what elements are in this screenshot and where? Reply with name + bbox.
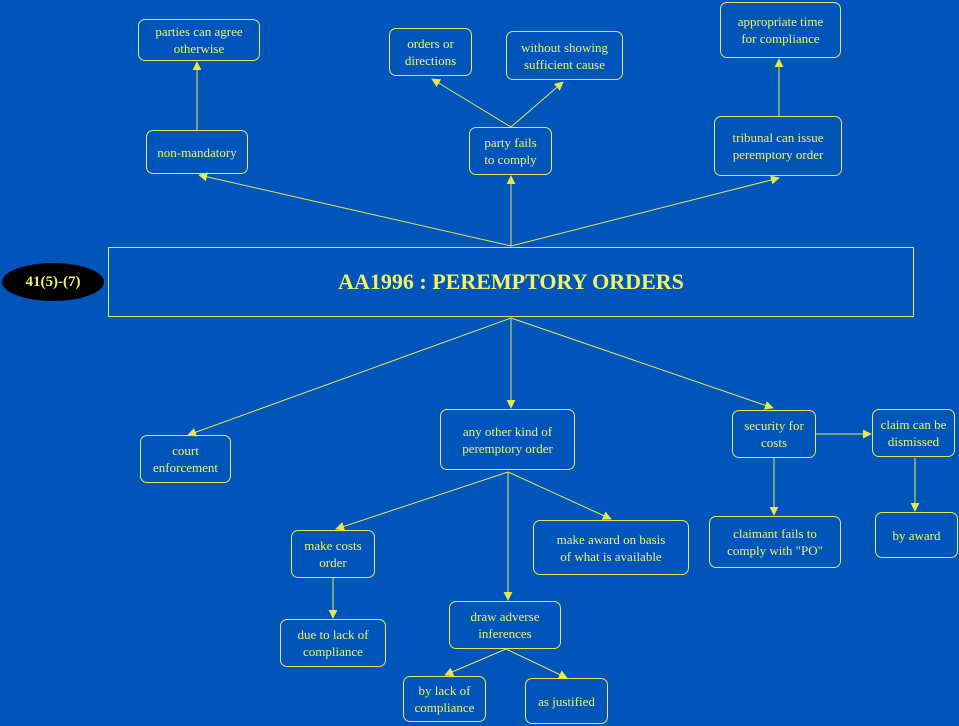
node-without-showing-cause: without showing sufficient cause — [506, 31, 623, 80]
node-appropriate-time: appropriate time for compliance — [720, 2, 841, 58]
link-to-make-award — [507, 471, 612, 520]
link-to-security — [510, 317, 774, 410]
node-as-justified: as justified — [525, 678, 608, 724]
node-tribunal-can-issue: tribunal can issue peremptory order — [714, 116, 842, 176]
node-orders-or-directions: orders or directions — [389, 28, 472, 76]
node-non-mandatory: non-mandatory — [146, 130, 248, 174]
link-to-as-justified — [505, 648, 568, 679]
node-by-lack: by lack of compliance — [403, 676, 486, 722]
main-title: AA1996 : PEREMPTORY ORDERS — [108, 247, 914, 317]
node-claim-dismissed: claim can be dismissed — [872, 409, 955, 457]
node-claimant-fails: claimant fails to comply with "PO" — [709, 516, 841, 568]
node-party-fails: party fails to comply — [469, 127, 552, 175]
node-due-to-lack: due to lack of compliance — [280, 619, 386, 667]
node-security-for-costs: security for costs — [732, 410, 816, 458]
node-make-award: make award on basis of what is available — [533, 520, 689, 575]
link-to-non-mandatory — [198, 172, 512, 247]
link-to-orders — [431, 78, 512, 128]
link-to-costs-order — [335, 471, 509, 531]
link-to-court — [187, 317, 512, 437]
node-draw-adverse: draw adverse inferences — [449, 601, 561, 649]
node-court-enforcement: court enforcement — [140, 435, 231, 483]
node-make-costs-order: make costs order — [291, 530, 375, 578]
link-to-without-cause — [510, 81, 564, 128]
link-to-tribunal — [510, 175, 780, 247]
link-to-by-lack — [444, 648, 507, 676]
node-by-award: by award — [875, 512, 958, 558]
node-parties-can-agree: parties can agree otherwise — [138, 19, 260, 61]
section-badge: 41(5)-(7) — [2, 263, 104, 301]
node-any-other-kind: any other kind of peremptory order — [440, 409, 575, 470]
